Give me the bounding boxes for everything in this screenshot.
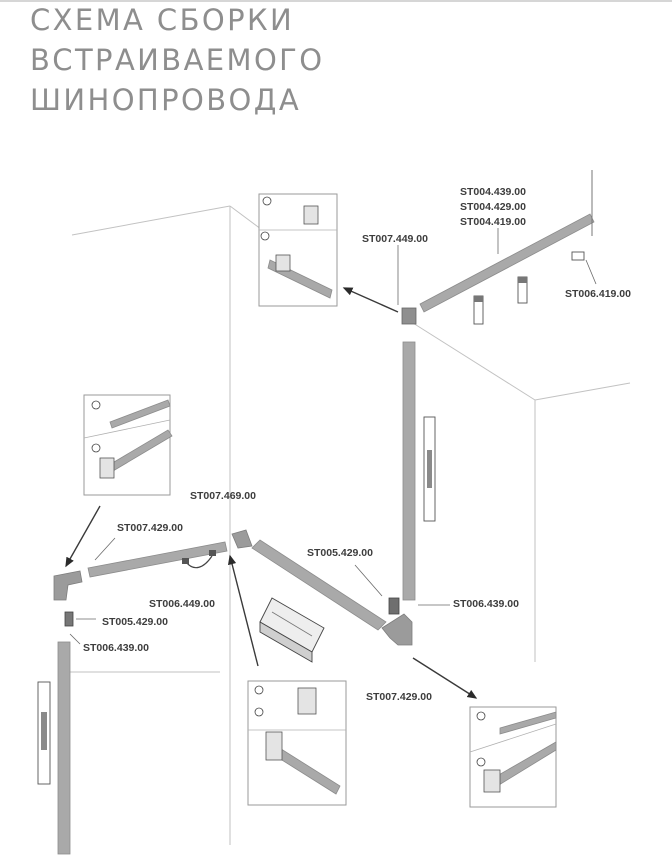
page-title: СХЕМА СБОРКИ ВСТРАИВАЕМОГО ШИНОПРОВОДА xyxy=(30,0,325,120)
title-line-1: СХЕМА СБОРКИ xyxy=(30,3,295,37)
part-labels: ST004.439.00 ST004.429.00 ST004.419.00 S… xyxy=(83,186,631,703)
label-st005-429-left: ST005.429.00 xyxy=(102,616,168,628)
label-st006-439-left: ST006.439.00 xyxy=(83,642,149,654)
left-vertical-track xyxy=(37,611,96,855)
power-driver xyxy=(259,597,325,663)
track-spotlights xyxy=(473,276,528,325)
label-st004-419: ST004.419.00 xyxy=(460,216,526,228)
callout-arrows xyxy=(65,287,478,699)
label-st004-439: ST004.439.00 xyxy=(460,186,526,198)
label-st005-429-right: ST005.429.00 xyxy=(307,547,373,559)
detail-panel-bottom-right xyxy=(469,706,557,808)
top-divider xyxy=(0,0,672,2)
label-st006-439-right: ST006.439.00 xyxy=(453,598,519,610)
detail-panel-bottom-center xyxy=(247,680,347,806)
feed-connector xyxy=(182,550,216,569)
upper-corner-connector xyxy=(397,245,417,325)
detail-panel-top xyxy=(258,193,338,307)
room-walls xyxy=(61,205,631,845)
label-st007-429-upper: ST007.429.00 xyxy=(117,522,183,534)
detail-panel-left xyxy=(83,394,173,496)
label-st006-419: ST006.419.00 xyxy=(565,288,631,300)
label-st007-469: ST007.469.00 xyxy=(190,490,256,502)
title-line-2: ВСТРАИВАЕМОГО xyxy=(30,43,325,77)
label-st004-429: ST004.429.00 xyxy=(460,201,526,213)
middle-diagonal-track xyxy=(231,529,387,631)
label-st006-449: ST006.449.00 xyxy=(149,598,215,610)
title-line-3: ШИНОПРОВОДА xyxy=(30,83,302,117)
label-st007-449: ST007.449.00 xyxy=(362,233,428,245)
left-diagonal-track xyxy=(53,537,228,601)
lower-right-corner xyxy=(354,564,450,646)
upper-track xyxy=(419,170,595,313)
right-vertical-track xyxy=(402,341,436,601)
label-st007-429-lower: ST007.429.00 xyxy=(366,691,432,703)
end-cap-upper xyxy=(571,251,597,285)
